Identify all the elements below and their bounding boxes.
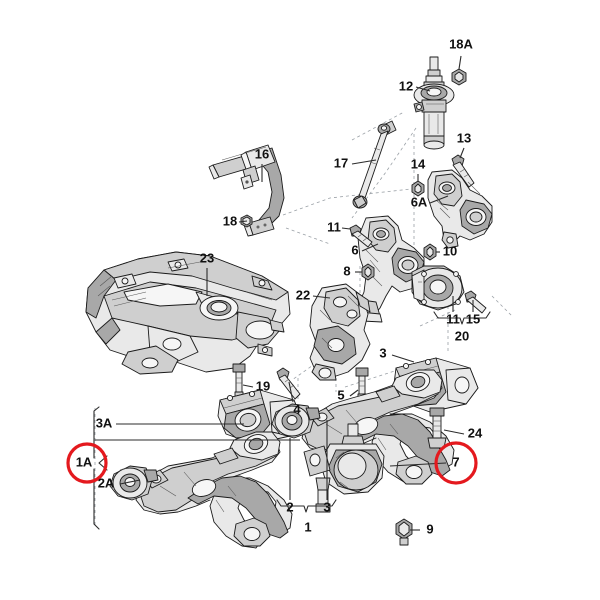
label-11-bottom: 11: [446, 311, 460, 326]
label-2: 2: [286, 499, 293, 514]
label-9: 9: [426, 521, 433, 536]
label-17: 17: [334, 155, 348, 170]
part-number-labels: 16 18 23 18A 12 13 17 14 6A 11 6 10 8 22…: [96, 36, 483, 536]
part-23-front-subframe: [85, 251, 291, 375]
part-6a-steering-knuckle-right: [427, 169, 493, 249]
part-15-bolt: [464, 290, 487, 314]
label-12: 12: [399, 78, 413, 93]
highlight-circles[interactable]: [66, 441, 478, 485]
label-22: 22: [296, 287, 310, 302]
highlight-labels: 1A 7: [76, 454, 460, 469]
part-22-engine-mount-bracket: [309, 283, 371, 381]
leader-lines: [95, 55, 474, 531]
label-6a: 6A: [411, 194, 428, 209]
part-2a-bushing-left: [109, 465, 159, 501]
label-2a: 2A: [98, 475, 115, 490]
label-16: 16: [255, 146, 269, 161]
label-5: 5: [337, 387, 344, 402]
part-13-bolt: [451, 154, 475, 188]
part-10-nut: [423, 243, 437, 261]
part-7-ball-joint: [303, 423, 385, 513]
label-18a: 18A: [449, 36, 473, 51]
label-15: 15: [466, 311, 480, 326]
label-18: 18: [223, 213, 237, 228]
part-11-bolt-top: [349, 224, 373, 248]
part-6-steering-knuckle-left: [357, 215, 425, 323]
part-4-bolt: [276, 367, 301, 400]
part-20-wheel-bearing-housing: [411, 265, 465, 311]
label-13: 13: [457, 130, 471, 145]
part-19-bolt: [232, 363, 246, 399]
part-17-stabilizer-link: [352, 120, 397, 209]
part-8-nut: [361, 263, 375, 281]
part-2-bushing-right: [271, 403, 321, 439]
label-3a: 3A: [96, 415, 113, 430]
label-7-highlighted: 7: [452, 454, 459, 469]
label-1: 1: [304, 519, 311, 534]
label-3-bottom: 3: [323, 499, 330, 514]
highlight-circle-7[interactable]: [434, 441, 478, 485]
part-12-strut-assembly: [413, 56, 455, 150]
part-18a-nut: [451, 68, 467, 86]
part-1-control-arm-right: [301, 369, 455, 485]
label-8: 8: [343, 263, 350, 278]
label-10: 10: [443, 243, 457, 258]
part-16-stabilizer-bar: [208, 144, 285, 237]
label-20: 20: [455, 328, 469, 343]
label-6: 6: [351, 242, 358, 257]
label-14: 14: [411, 156, 426, 171]
part-9-nut: [395, 518, 413, 546]
label-23: 23: [200, 250, 214, 265]
part-14-nut: [411, 180, 425, 197]
part-24-bolt: [427, 407, 447, 449]
label-3-right: 3: [379, 345, 386, 360]
label-11-top: 11: [327, 219, 341, 234]
label-4: 4: [293, 401, 301, 416]
label-24: 24: [468, 425, 483, 440]
part-1a-control-arm-left: [135, 431, 293, 549]
highlight-circle-1a[interactable]: [66, 442, 108, 484]
label-19: 19: [256, 378, 270, 393]
label-1a-highlighted: 1A: [76, 454, 93, 469]
